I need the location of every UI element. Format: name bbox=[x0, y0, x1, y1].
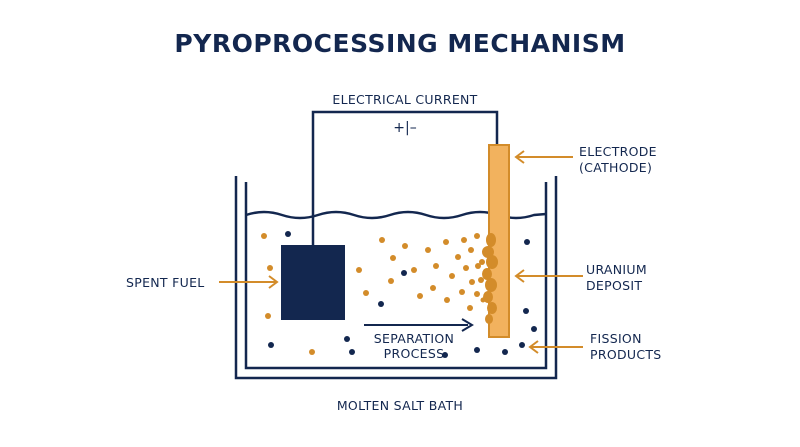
separation-process-label-line1: SEPARATION bbox=[374, 331, 454, 346]
fission-products-label-line1: FISSION bbox=[590, 331, 642, 346]
electrode-label-line1: ELECTRODE bbox=[579, 144, 657, 159]
uranium-deposit-label-line1: URANIUM bbox=[586, 262, 647, 277]
molten-salt-bath-label: MOLTEN SALT BATH bbox=[337, 398, 463, 413]
uranium-particles bbox=[261, 233, 481, 355]
fission-products-label-line2: PRODUCTS bbox=[590, 347, 662, 362]
spent-fuel-arrow bbox=[219, 275, 279, 289]
fission-product-particles bbox=[268, 231, 537, 358]
uranium-deposit-arrow bbox=[514, 269, 583, 283]
circuit-wire bbox=[311, 110, 499, 245]
electrical-current-label: ELECTRICAL CURRENT bbox=[332, 92, 477, 107]
diagram-title: PYROPROCESSING MECHANISM bbox=[174, 29, 625, 58]
spent-fuel-block bbox=[281, 245, 345, 320]
separation-process-label-line2: PROCESS bbox=[384, 346, 445, 361]
separation-arrow bbox=[364, 318, 474, 332]
electrode-label-line2: (CATHODE) bbox=[579, 160, 652, 175]
electrode-arrow bbox=[514, 150, 573, 164]
uranium-deposit bbox=[478, 233, 498, 324]
spent-fuel-label: SPENT FUEL bbox=[126, 275, 205, 290]
uranium-deposit-label-line2: DEPOSIT bbox=[586, 278, 642, 293]
battery-symbol: +|– bbox=[393, 120, 416, 136]
fission-products-arrow bbox=[528, 340, 583, 354]
